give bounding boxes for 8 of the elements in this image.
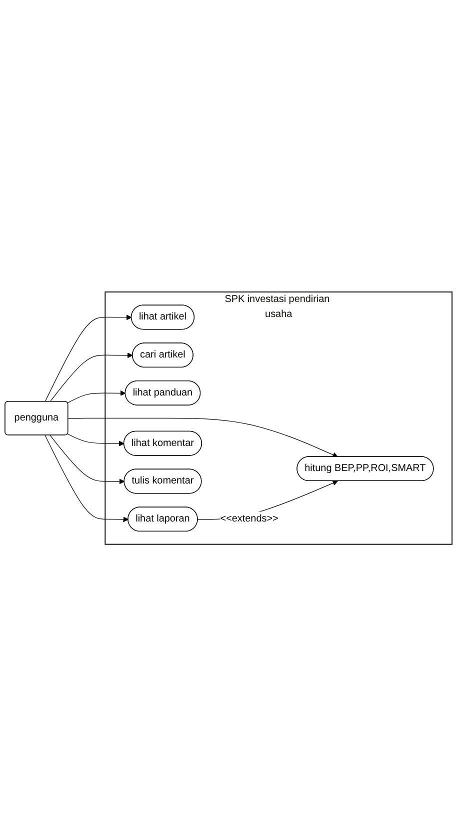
arrow xyxy=(67,390,126,404)
arrow xyxy=(44,435,128,522)
edge-label: <<extends>> xyxy=(220,514,278,524)
arrow xyxy=(67,434,124,447)
arrow xyxy=(44,315,132,402)
arrow xyxy=(68,418,338,458)
arrow xyxy=(50,435,125,485)
arrow xyxy=(50,352,133,402)
